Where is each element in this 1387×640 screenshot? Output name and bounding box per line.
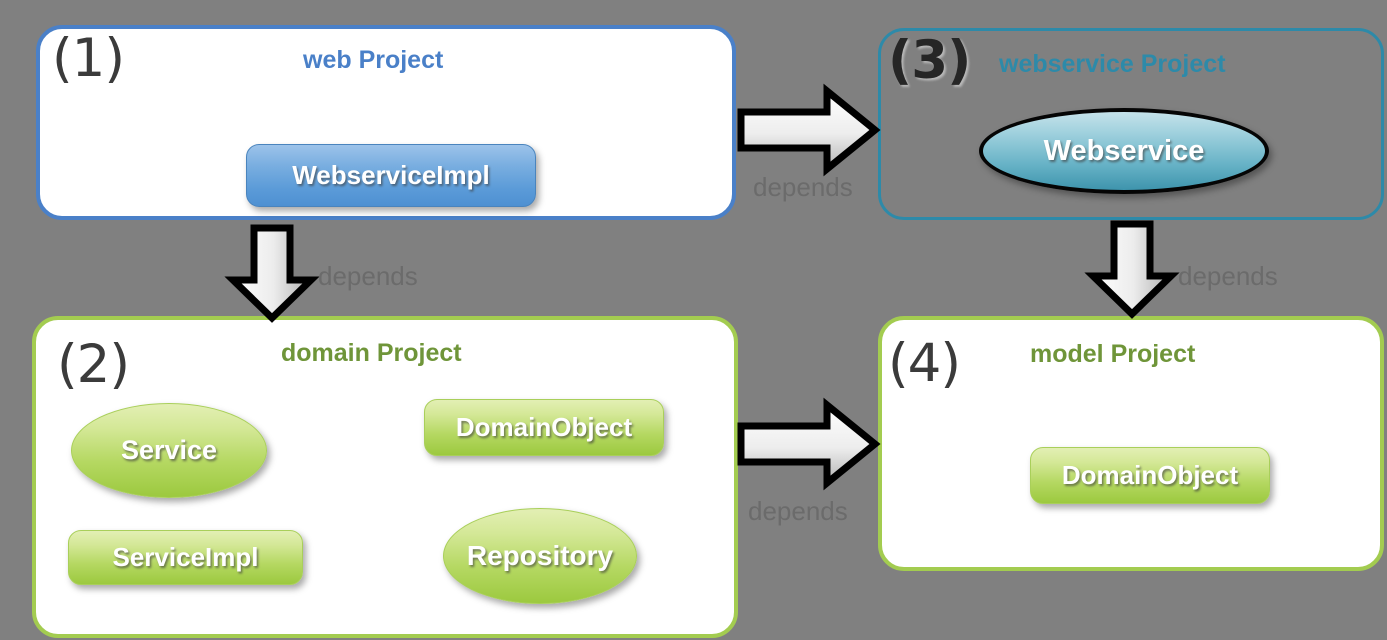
dependency-label-domain-to-model: depends — [748, 496, 848, 526]
dependency-label-web-to-webservice: depends — [753, 172, 853, 202]
arrow-right-icon — [737, 83, 881, 177]
project-index-webservice: (3) — [888, 30, 971, 91]
project-title-webservice: webservice Project — [999, 50, 1226, 78]
node-repository[interactable]: Repository — [443, 508, 637, 604]
dependency-label-webservice-to-model: depends — [1178, 261, 1278, 291]
node-label-webserviceimpl: WebserviceImpl — [292, 160, 490, 190]
node-label-serviceimpl: ServiceImpl — [112, 542, 259, 572]
arrow-down-icon — [1084, 220, 1180, 319]
dependency-arrow-web-to-webservice[interactable] — [737, 83, 881, 177]
node-domainobject-domain[interactable]: DomainObject — [424, 399, 664, 456]
arrow-down-icon — [224, 224, 320, 323]
project-title-web: web Project — [303, 46, 444, 74]
node-webserviceimpl[interactable]: WebserviceImpl — [246, 144, 536, 207]
project-index-domain: (2) — [57, 334, 130, 395]
arrow-right-icon — [737, 397, 881, 491]
node-domainobject-model[interactable]: DomainObject — [1030, 447, 1270, 504]
node-label-domainobject-domain: DomainObject — [455, 412, 633, 442]
project-title-model: model Project — [1030, 340, 1196, 368]
dependency-arrow-domain-to-model[interactable] — [737, 397, 881, 491]
project-title-domain: domain Project — [281, 339, 462, 367]
node-label-webservice: Webservice — [1043, 134, 1205, 167]
node-label-repository: Repository — [466, 540, 614, 571]
node-label-domainobject-model: DomainObject — [1061, 460, 1239, 490]
node-webservice[interactable]: Webservice — [979, 108, 1269, 194]
dependency-label-web-to-domain: depends — [318, 261, 418, 291]
dependency-arrow-webservice-to-model[interactable] — [1084, 220, 1180, 319]
project-index-web: (1) — [52, 28, 125, 89]
project-index-model: (4) — [888, 333, 961, 394]
project-box-webservice[interactable] — [878, 28, 1384, 220]
node-service[interactable]: Service — [71, 403, 267, 498]
project-box-model[interactable] — [878, 316, 1384, 571]
node-serviceimpl[interactable]: ServiceImpl — [68, 530, 303, 585]
node-label-service: Service — [120, 435, 218, 465]
dependency-arrow-web-to-domain[interactable] — [224, 224, 320, 323]
